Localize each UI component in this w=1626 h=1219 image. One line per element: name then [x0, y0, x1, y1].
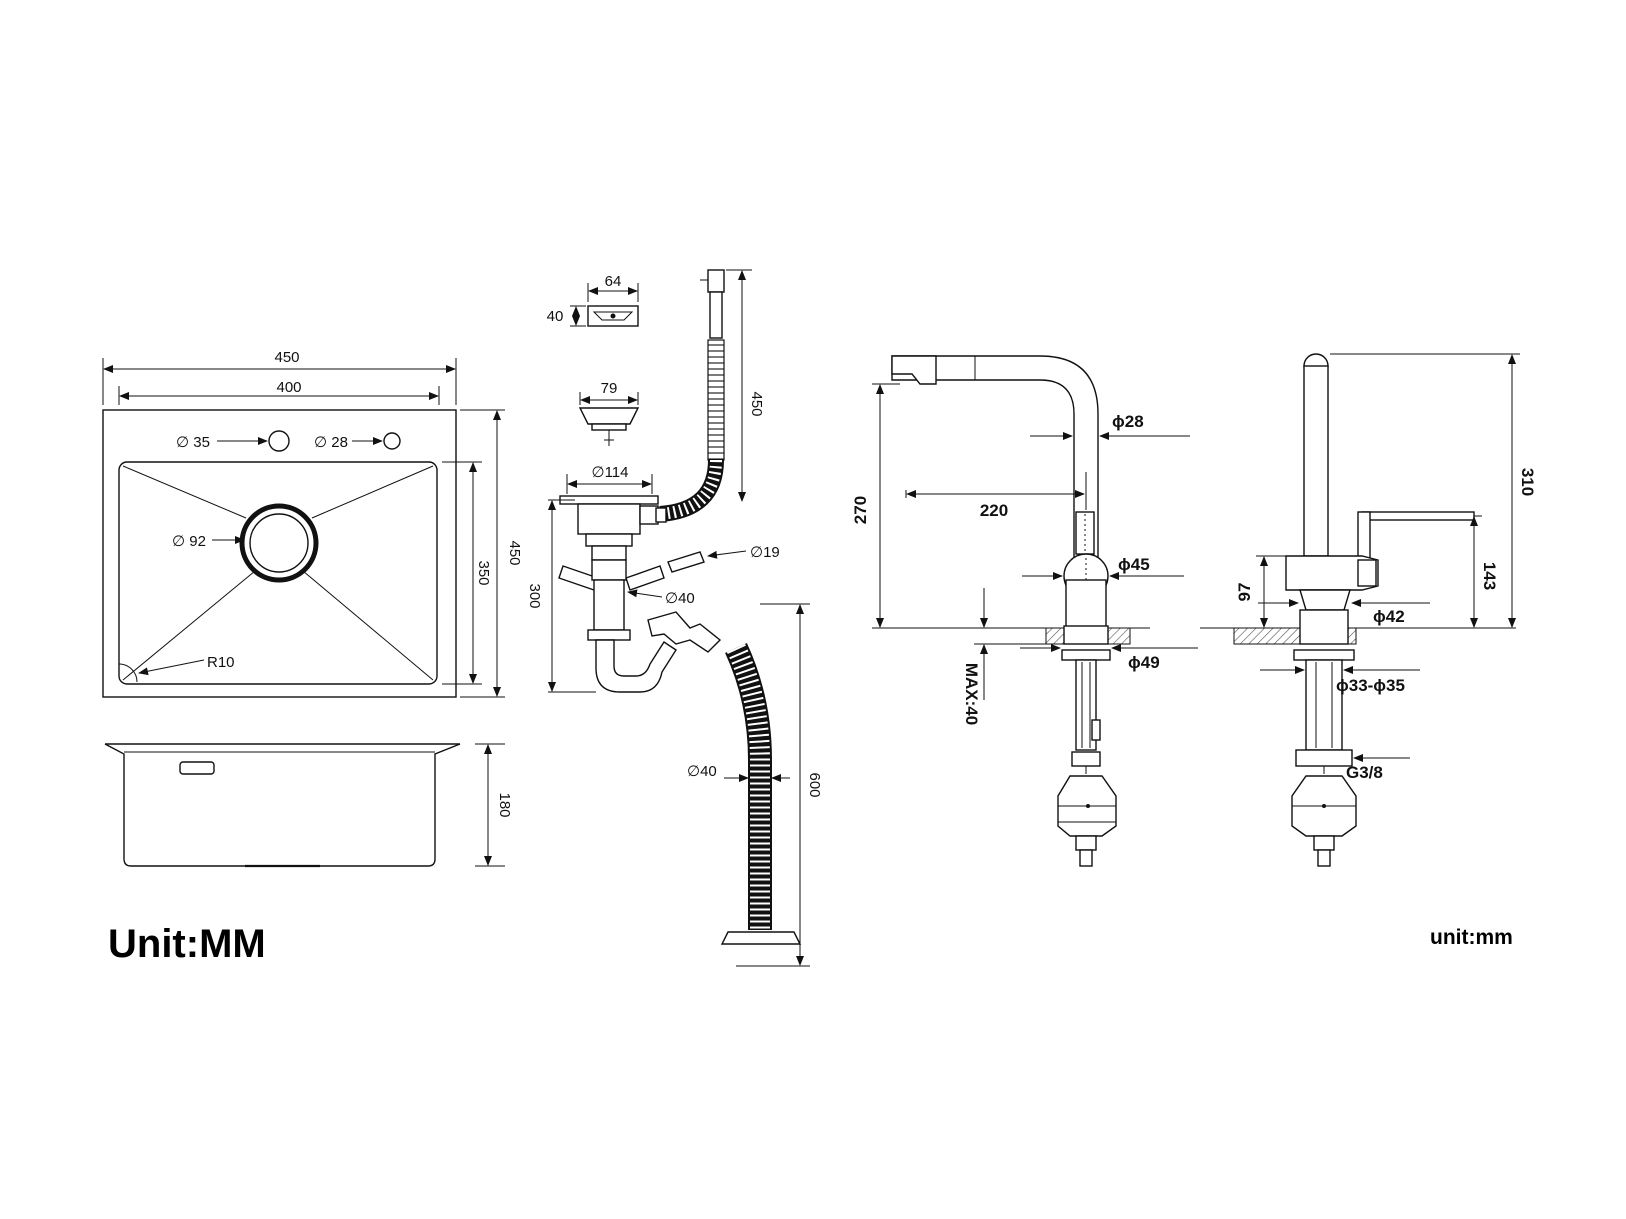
- drain-outer: [239, 503, 319, 583]
- label-body: ϕ45: [1118, 555, 1150, 574]
- faucet-front-view: 270 220 ϕ28 ϕ45 ϕ49 MAX:40: [851, 355, 1198, 867]
- faucet-side-view: 310 143 97 ϕ42 ϕ33-ϕ35 G3/8: [1200, 353, 1537, 867]
- drain-inner: [249, 513, 309, 573]
- tap-hole-large: [268, 430, 290, 452]
- dim-total-height: 310: [1518, 468, 1537, 496]
- dim-strainer-width: 79: [601, 380, 618, 397]
- sink-top-view: 450 400 450 350 ∅ 35 ∅ 28 ∅ 92 R10: [102, 349, 523, 698]
- dim-spout-reach: 220: [980, 501, 1008, 520]
- overflow-plug: [587, 305, 639, 327]
- dim-flange: ∅114: [592, 464, 629, 481]
- dim-trap-height: 300: [526, 583, 543, 608]
- label-base: ϕ49: [1128, 653, 1160, 672]
- tap-hole-small: [383, 432, 401, 450]
- label-hose-diameter: ∅40: [687, 763, 717, 780]
- dim-overflow-hose: 450: [748, 391, 765, 416]
- label-thread: G3/8: [1346, 763, 1383, 782]
- overflow-slot: [179, 761, 215, 775]
- dim-hose-length: 600: [806, 772, 823, 797]
- label-trap-pipe: ∅40: [665, 590, 695, 607]
- sink-bowl: [118, 461, 438, 685]
- drain-kit: 64 40 79 ∅114 300: [526, 269, 823, 967]
- dim-depth: 180: [496, 792, 513, 817]
- unit-label-right: unit:mm: [1430, 926, 1513, 949]
- dim-plug-height: 40: [547, 308, 564, 325]
- label-drain: ∅ 92: [172, 533, 206, 550]
- label-spout-tube: ϕ28: [1112, 412, 1144, 431]
- label-overflow-pipe: ∅19: [750, 544, 780, 561]
- label-max-thickness: MAX:40: [962, 663, 981, 725]
- label-hole-range: ϕ33-ϕ35: [1336, 676, 1405, 695]
- dim-width-inner: 400: [276, 379, 301, 396]
- label-body-diameter: ϕ42: [1373, 607, 1405, 626]
- dim-plug-width: 64: [605, 273, 622, 290]
- dim-handle-height: 143: [1480, 562, 1499, 590]
- unit-label-left: Unit:MM: [108, 922, 266, 966]
- sink-side-view: 180: [104, 743, 513, 868]
- label-hole-large: ∅ 35: [176, 434, 210, 451]
- dim-body-height: 97: [1235, 583, 1254, 602]
- dim-spout-height: 270: [851, 496, 870, 524]
- label-hole-small: ∅ 28: [314, 434, 348, 451]
- dim-height-outer: 450: [506, 540, 523, 565]
- label-corner-radius: R10: [207, 654, 235, 671]
- dim-height-inner: 350: [475, 560, 492, 585]
- sink-rim: [102, 409, 457, 698]
- dim-width-outer: 450: [274, 349, 299, 366]
